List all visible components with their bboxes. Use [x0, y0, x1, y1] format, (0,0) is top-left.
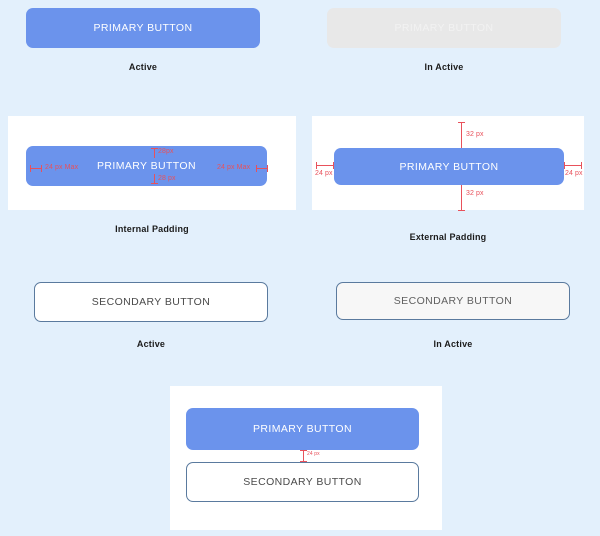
stack-primary-button-label: PRIMARY BUTTON: [253, 423, 352, 435]
caption-internal-padding: Internal Padding: [115, 224, 189, 234]
internal-right-padding-label: 24 px Max: [217, 164, 251, 171]
secondary-button-active-label: SECONDARY BUTTON: [91, 296, 211, 308]
secondary-button-inactive-label: SECONDARY BUTTON: [393, 295, 513, 307]
external-right-dimension-line: [564, 165, 582, 166]
internal-bottom-dimension-cap: [151, 183, 158, 184]
stack-gap-dimension-line: [303, 450, 304, 462]
internal-top-dimension-line: [154, 148, 155, 158]
external-bottom-dimension-line: [461, 185, 462, 211]
stack-secondary-button[interactable]: SECONDARY BUTTON: [186, 462, 419, 502]
stack-gap-dimension-cap-top: [300, 450, 307, 451]
external-padding-button-label: PRIMARY BUTTON: [399, 160, 499, 173]
internal-top-dimension-cap: [151, 148, 158, 149]
stack-gap-dimension-cap-bottom: [300, 461, 307, 462]
external-left-dimension-line: [316, 165, 334, 166]
internal-right-dimension-cap-end: [267, 165, 268, 172]
internal-bottom-dimension-line: [154, 174, 155, 184]
external-right-padding-label: 24 px: [565, 170, 583, 177]
internal-left-dimension-cap-end: [41, 165, 42, 172]
internal-padding-button-label: PRIMARY BUTTON: [97, 160, 196, 172]
internal-left-padding-label: 24 px Max: [45, 164, 79, 171]
primary-button-inactive-label: PRIMARY BUTTON: [394, 22, 494, 34]
stack-gap-label: 24 px: [307, 451, 320, 457]
external-left-padding-label: 24 px: [315, 170, 333, 177]
caption-primary-inactive: In Active: [424, 62, 464, 72]
caption-external-padding: External Padding: [409, 232, 487, 242]
primary-button-active-label: PRIMARY BUTTON: [93, 22, 193, 34]
internal-padding-primary-button[interactable]: PRIMARY BUTTON: [26, 146, 267, 186]
stack-secondary-button-label: SECONDARY BUTTON: [243, 476, 362, 488]
primary-button-inactive: PRIMARY BUTTON: [327, 8, 561, 48]
internal-bottom-padding-label: 28 px: [158, 175, 176, 182]
external-right-dimension-cap-start: [564, 162, 565, 169]
external-bottom-padding-label: 32 px: [466, 190, 484, 197]
secondary-button-inactive: SECONDARY BUTTON: [336, 282, 570, 320]
caption-secondary-inactive: In Active: [433, 339, 473, 349]
external-top-padding-label: 32 px: [466, 131, 484, 138]
internal-right-dimension-cap-start: [256, 165, 257, 172]
internal-left-dimension-cap-start: [30, 165, 31, 172]
internal-top-padding-label: 28px: [158, 148, 174, 155]
external-top-dimension-cap: [458, 122, 465, 123]
external-bottom-dimension-cap: [458, 210, 465, 211]
external-top-dimension-line: [461, 122, 462, 148]
caption-secondary-active: Active: [136, 339, 166, 349]
internal-right-dimension-line: [256, 168, 267, 169]
external-padding-primary-button[interactable]: PRIMARY BUTTON: [334, 148, 564, 185]
primary-button-active[interactable]: PRIMARY BUTTON: [26, 8, 260, 48]
secondary-button-active[interactable]: SECONDARY BUTTON: [34, 282, 268, 322]
external-left-dimension-cap-start: [316, 162, 317, 169]
stack-primary-button[interactable]: PRIMARY BUTTON: [186, 408, 419, 450]
external-left-dimension-cap-end: [333, 162, 334, 169]
caption-primary-active: Active: [128, 62, 158, 72]
internal-left-dimension-line: [30, 168, 41, 169]
external-right-dimension-cap-end: [581, 162, 582, 169]
